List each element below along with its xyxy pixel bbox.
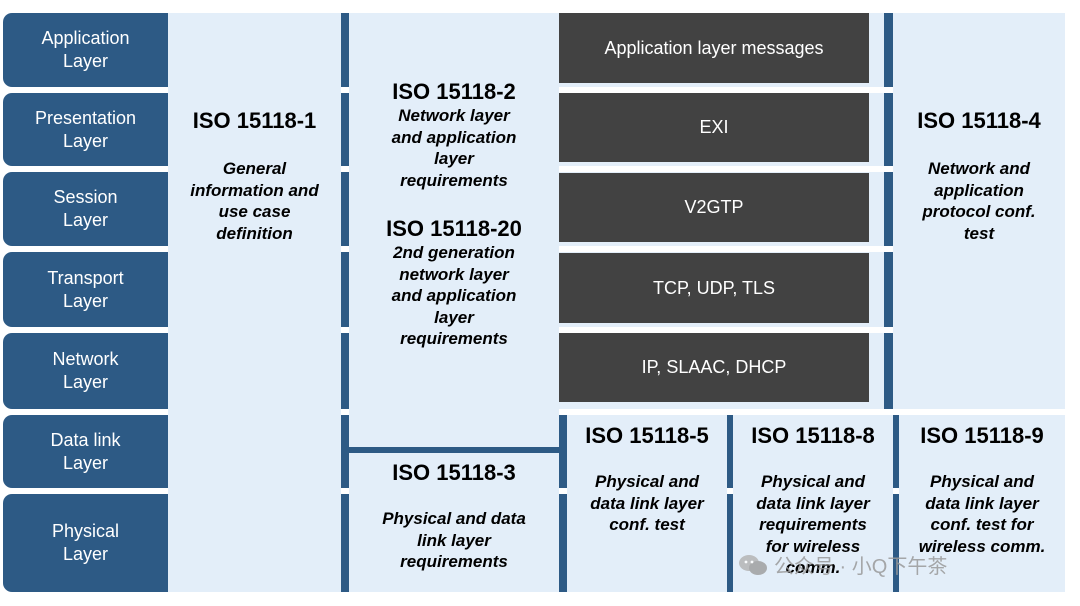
- iso2-panel: [349, 13, 559, 447]
- iso-15118-4-desc: Network and application protocol conf. t…: [922, 159, 1036, 243]
- osi-layer-label: Session Layer: [53, 187, 118, 230]
- iso-15118-2-block: ISO 15118-2 Network layer and applicatio…: [349, 79, 559, 191]
- separator-bar: [341, 13, 349, 592]
- iso-15118-5-title: ISO 15118-5: [585, 423, 709, 448]
- iso5-panel: [567, 415, 727, 592]
- iso4-panel-fill: [893, 87, 1065, 93]
- osi-layer-session: Session Layer: [3, 172, 168, 246]
- protocol-v2gtp: V2GTP: [559, 173, 869, 242]
- iso4-panel-fill: [893, 327, 1065, 333]
- iso2-panel-fill: [349, 246, 559, 252]
- iso4-panel-fill: [893, 246, 1065, 252]
- protocol-label: V2GTP: [684, 197, 744, 217]
- iso9-panel: [899, 415, 1065, 592]
- iso4-panel-fill: [893, 166, 1065, 172]
- protocol-tcp-udp-tls: TCP, UDP, TLS: [559, 253, 869, 323]
- iso9-panel-fill: [899, 488, 1065, 494]
- osi-layer-label: Presentation Layer: [34, 107, 137, 151]
- protocol-label: Application layer messages: [604, 37, 824, 58]
- osi-layer-label: Network Layer: [52, 349, 119, 392]
- iso-15118-8-desc: Physical and data link layer requirement…: [756, 472, 870, 577]
- iso2-panel-fill: [349, 87, 559, 93]
- iso2-panel-fill: [349, 166, 559, 172]
- iso-15118-2-desc: Network layer and application layer requ…: [391, 106, 517, 190]
- protocol-label: TCP, UDP, TLS: [652, 277, 776, 298]
- iso-15118-20-block: ISO 15118-20 2nd generation network laye…: [349, 216, 559, 350]
- iso1-panel-fill: [168, 87, 341, 93]
- osi-layer-presentation: Presentation Layer: [3, 93, 168, 166]
- iso3-panel: [349, 453, 559, 592]
- iso-15118-20-desc: 2nd generation network layer and applica…: [391, 243, 517, 348]
- iso-15118-1-title: ISO 15118-1: [192, 108, 317, 133]
- protocol-label: EXI: [699, 117, 729, 137]
- iso1-panel-fill: [168, 409, 341, 415]
- iso1-panel: [168, 13, 341, 592]
- separator-bar: [559, 415, 567, 592]
- iso1-panel-fill: [168, 166, 341, 172]
- osi-layer-label: Application Layer: [41, 28, 130, 71]
- separator-bar: [349, 447, 567, 453]
- iso-15118-1-desc: General information and use case definit…: [190, 159, 319, 243]
- osi-layer-network: Network Layer: [3, 333, 168, 409]
- iso2-panel-fill: [349, 409, 559, 415]
- iso-15118-3-desc: Physical and data link layer requirement…: [382, 509, 526, 571]
- iso-15118-9-desc: Physical and data link layer conf. test …: [918, 472, 1046, 556]
- iso-15118-5-block: ISO 15118-5 Physical and data link layer…: [567, 423, 727, 536]
- separator-bar: [727, 415, 733, 592]
- iso3-panel-fill: [349, 488, 559, 494]
- osi-layer-label: Data link Layer: [50, 429, 121, 473]
- protocol-label: IP, SLAAC, DHCP: [641, 357, 787, 377]
- osi-layer-data-link: Data link Layer: [3, 415, 168, 488]
- iso-15118-8-block: ISO 15118-8 Physical and data link layer…: [733, 423, 893, 579]
- iso4-panel: [893, 13, 1065, 409]
- protocol-application-messages: Application layer messages: [559, 13, 869, 83]
- iso-15118-20-title: ISO 15118-20: [386, 216, 522, 241]
- iso-15118-8-title: ISO 15118-8: [751, 423, 875, 448]
- iso8-panel-fill: [733, 488, 893, 494]
- iso-15118-3-title: ISO 15118-3: [392, 460, 516, 485]
- osi-layer-transport: Transport Layer: [3, 252, 168, 327]
- watermark: 公众号 · 小Q下午茶: [738, 550, 947, 579]
- iso1-panel-fill: [168, 488, 341, 494]
- iso-15118-9-block: ISO 15118-9 Physical and data link layer…: [899, 423, 1065, 557]
- separator-bar: [884, 13, 893, 409]
- iso-15118-4-title: ISO 15118-4: [917, 108, 1041, 133]
- separator-bar: [893, 415, 899, 592]
- iso1-panel-fill: [168, 327, 341, 333]
- iso2-panel-fill: [349, 327, 559, 333]
- iso1-panel-fill: [168, 246, 341, 252]
- osi-layer-application: Application Layer: [3, 13, 168, 87]
- watermark-text: 公众号 · 小Q下午茶: [774, 556, 948, 578]
- osi-layer-physical: Physical Layer: [3, 494, 168, 592]
- iso-15118-2-title: ISO 15118-2: [392, 79, 516, 104]
- osi-layer-label: Transport Layer: [47, 267, 124, 311]
- osi-layer-label: Physical Layer: [51, 521, 120, 564]
- iso-15118-1-block: ISO 15118-1 General information and use …: [168, 108, 341, 244]
- protocol-ip-slaac-dhcp: IP, SLAAC, DHCP: [559, 333, 869, 402]
- iso-15118-4-block: ISO 15118-4 Network and application prot…: [893, 108, 1065, 244]
- iso-15118-9-title: ISO 15118-9: [920, 423, 1044, 448]
- protocol-exi: EXI: [559, 93, 869, 162]
- iso-15118-5-desc: Physical and data link layer conf. test: [590, 472, 704, 534]
- iso-15118-3-block: ISO 15118-3 Physical and data link layer…: [349, 460, 559, 573]
- wechat-icon: [738, 553, 768, 577]
- iso5-panel-fill: [567, 488, 727, 494]
